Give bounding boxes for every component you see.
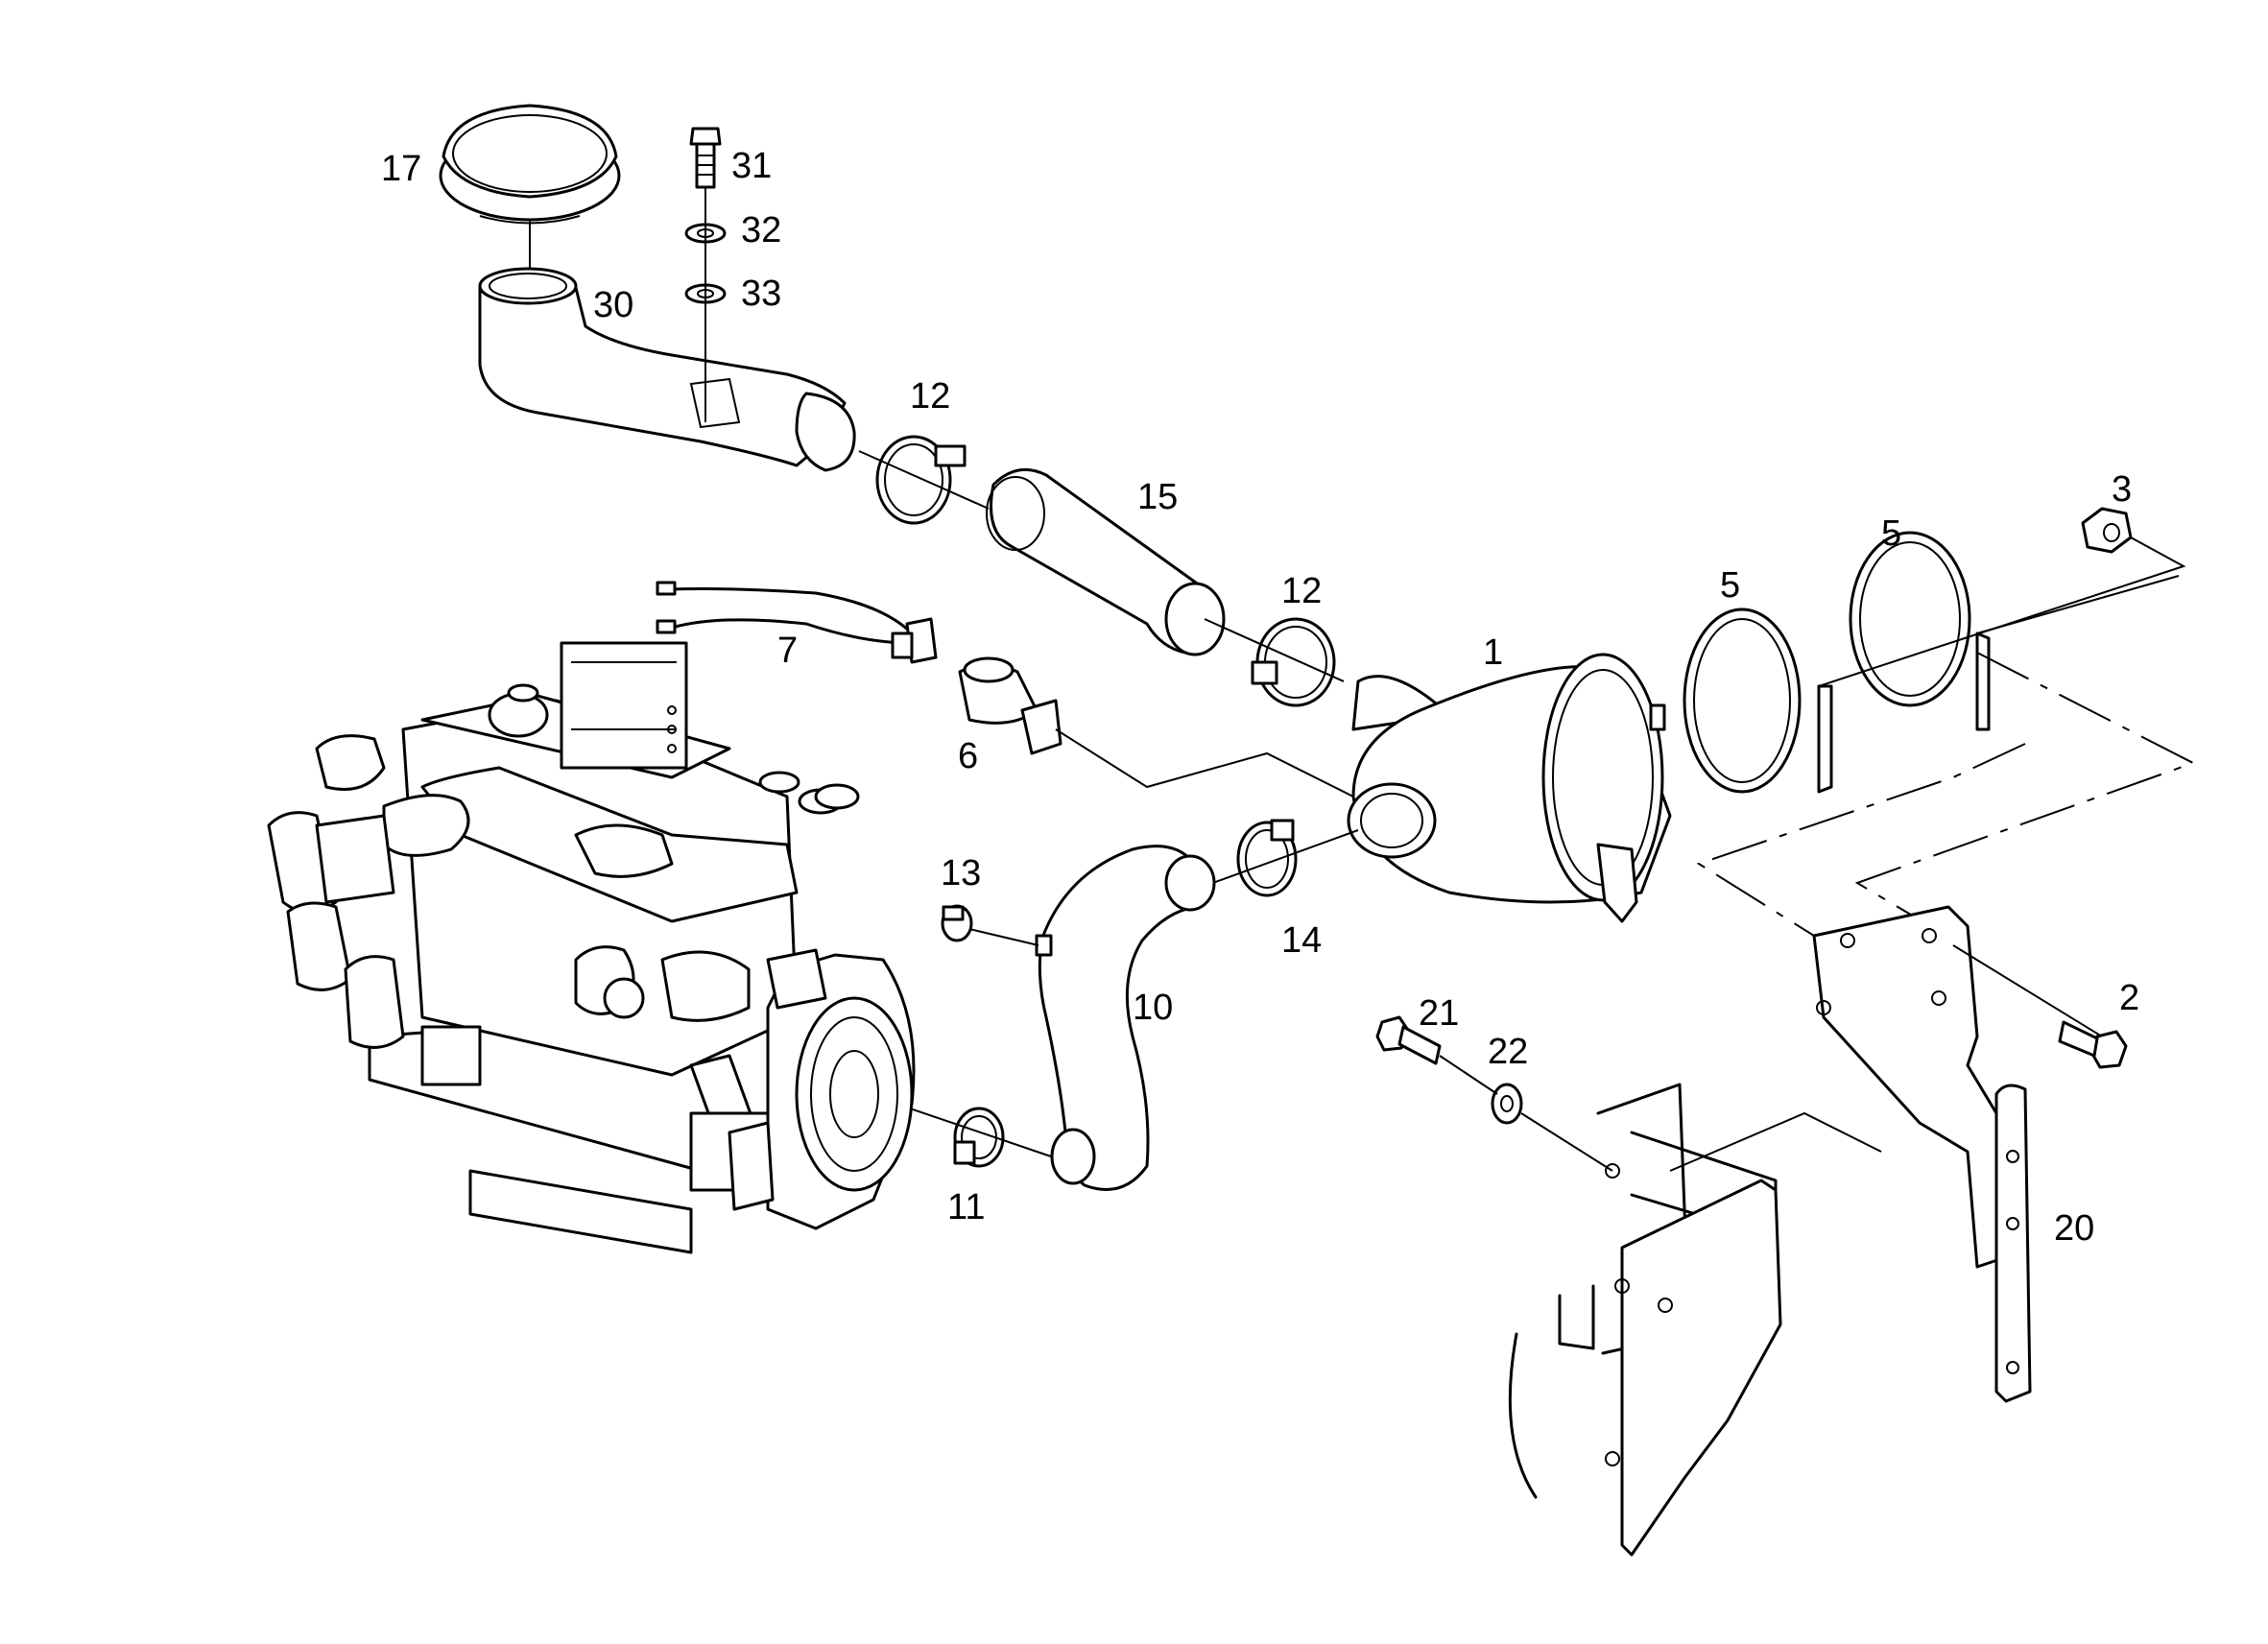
callout-6: 6 bbox=[958, 736, 978, 776]
part-12-hose-clamp-upper bbox=[875, 435, 967, 525]
callout-21: 21 bbox=[1419, 993, 1459, 1034]
callout-33: 33 bbox=[741, 274, 781, 314]
part-11-hose-clamp bbox=[953, 1107, 1005, 1168]
engine-block bbox=[267, 641, 916, 1254]
part-5-mounting-band-a bbox=[1683, 608, 1833, 794]
chassis-frame bbox=[1508, 1083, 1782, 1557]
callout-7: 7 bbox=[777, 631, 798, 671]
part-21-bolt bbox=[1375, 1015, 1442, 1065]
callout-3: 3 bbox=[2112, 469, 2132, 510]
part-15-hose bbox=[986, 467, 1226, 656]
callout-2: 2 bbox=[2119, 978, 2139, 1018]
part-6-service-indicator bbox=[958, 656, 1062, 755]
callout-30: 30 bbox=[593, 285, 633, 325]
callout-12a: 12 bbox=[910, 376, 950, 417]
callout-labels: 1 2 3 5 5 6 7 10 11 12 12 13 14 15 17 20… bbox=[381, 146, 2139, 1249]
callout-13: 13 bbox=[941, 853, 981, 893]
part-14-hose-clamp bbox=[1236, 819, 1298, 897]
callout-5a: 5 bbox=[1720, 565, 1740, 606]
callout-1: 1 bbox=[1483, 632, 1503, 673]
callout-12b: 12 bbox=[1281, 571, 1322, 611]
part-20-plate bbox=[1994, 1084, 2032, 1403]
callout-14: 14 bbox=[1281, 920, 1322, 961]
callout-31: 31 bbox=[731, 146, 772, 186]
part-12-hose-clamp-lower bbox=[1251, 617, 1336, 707]
part-3-nut bbox=[2081, 507, 2133, 554]
part-2-bolt bbox=[2058, 1020, 2128, 1069]
part-10-elbow-hose bbox=[1035, 845, 1216, 1191]
callout-17: 17 bbox=[381, 149, 421, 189]
part-13-hose-clamp bbox=[941, 904, 973, 942]
callout-20: 20 bbox=[2054, 1208, 2094, 1249]
callout-11: 11 bbox=[947, 1187, 985, 1227]
part-7-wire-harness bbox=[656, 581, 938, 664]
callout-32: 32 bbox=[741, 210, 781, 250]
part-17-rain-cap bbox=[439, 104, 621, 225]
part-31-bolt bbox=[689, 127, 722, 189]
part-22-washer bbox=[1491, 1083, 1523, 1125]
part-1-air-filter bbox=[1347, 653, 1672, 923]
part-5-mounting-band-b bbox=[1849, 531, 1991, 731]
callout-15: 15 bbox=[1137, 477, 1178, 517]
callout-22: 22 bbox=[1488, 1032, 1528, 1072]
callout-10: 10 bbox=[1133, 988, 1173, 1028]
part-30-intake-elbow bbox=[478, 267, 856, 472]
callout-5b: 5 bbox=[1881, 513, 1901, 554]
